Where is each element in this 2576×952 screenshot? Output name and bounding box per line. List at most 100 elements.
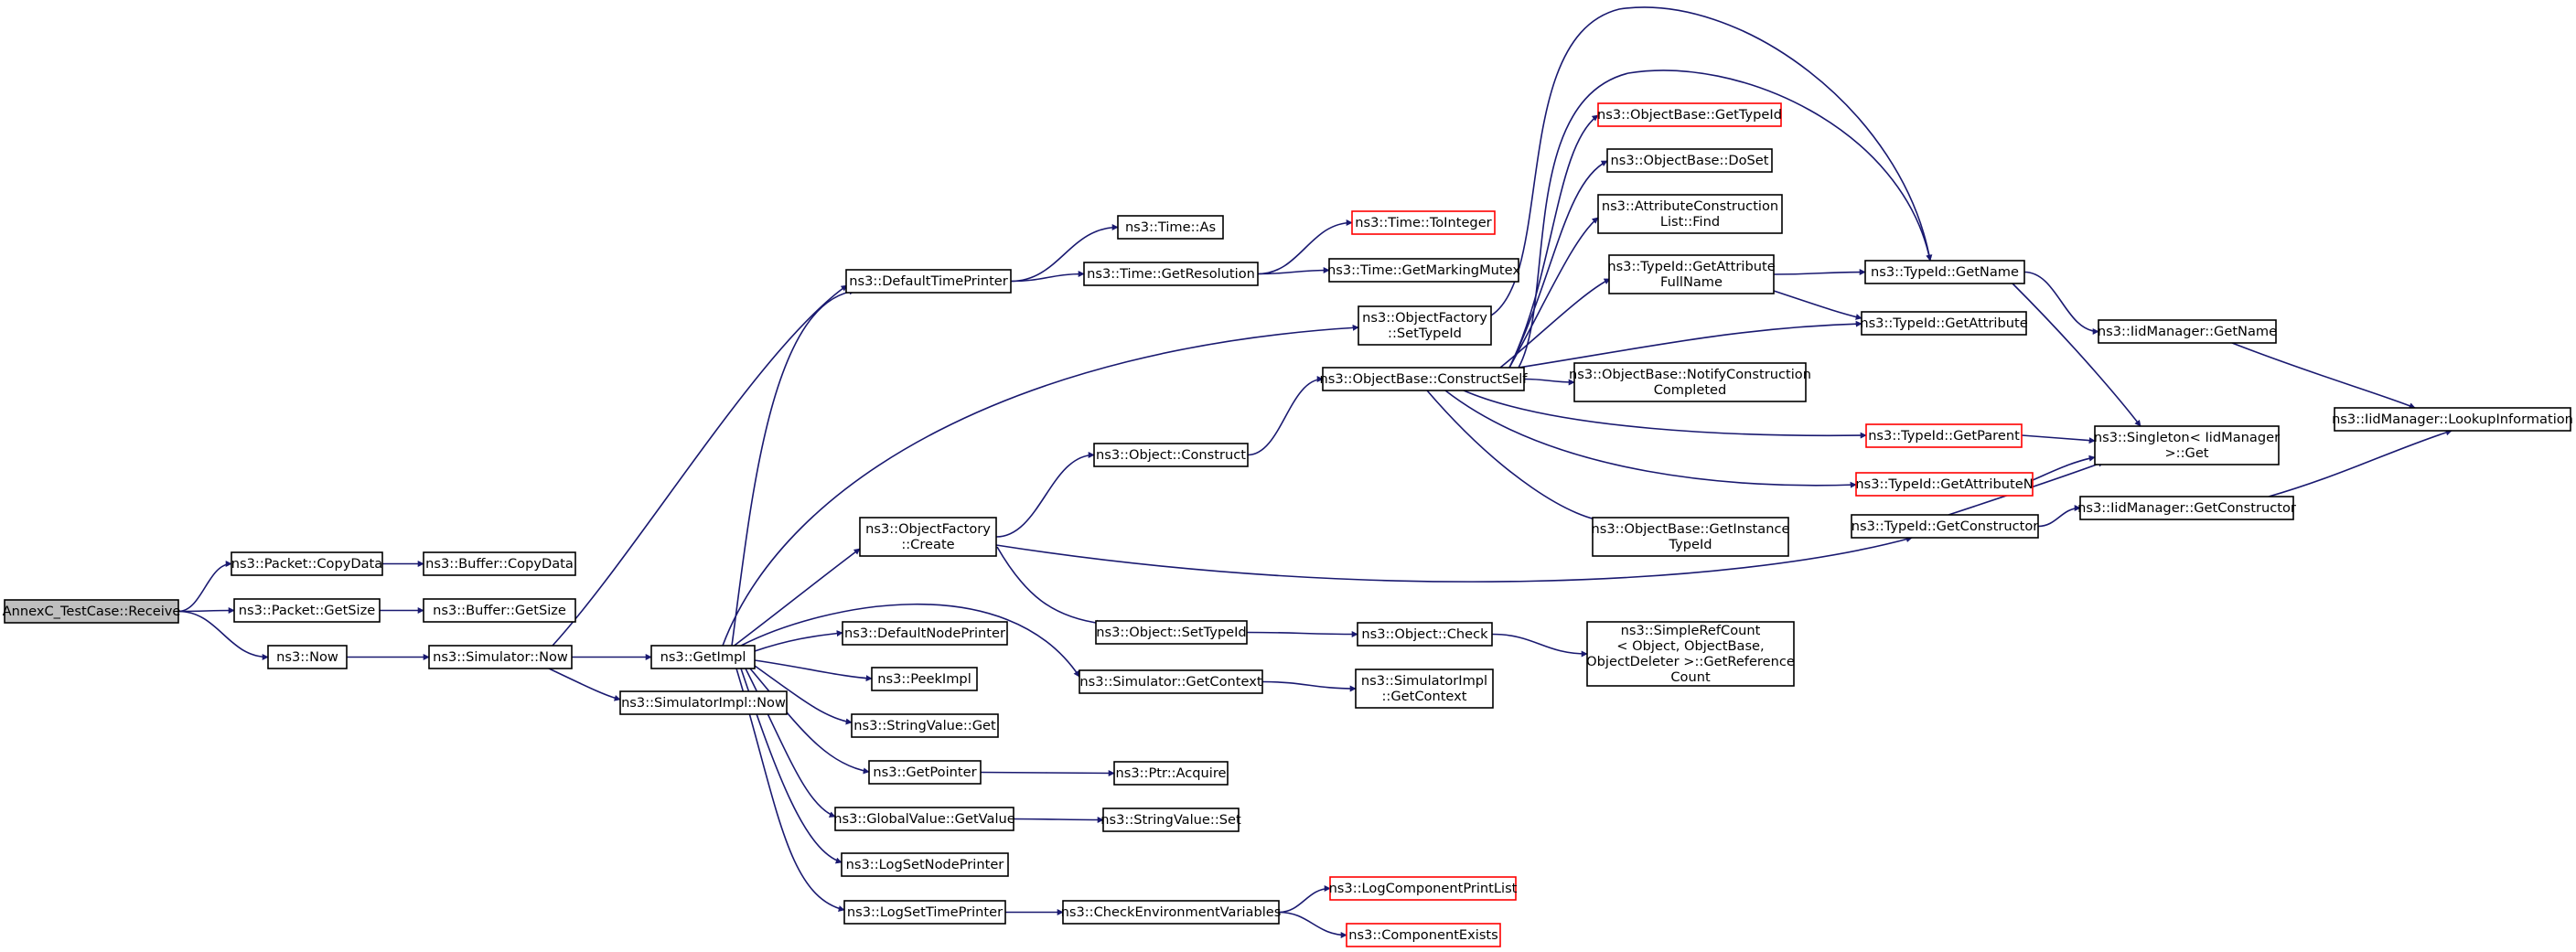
node-simimpl-getcontext[interactable]: ns3::SimulatorImpl::GetContext xyxy=(1355,669,1494,709)
node-default-time-printer[interactable]: ns3::DefaultTimePrinter xyxy=(845,269,1012,294)
node-logsetnodeprinter[interactable]: ns3::LogSetNodePrinter xyxy=(841,852,1009,877)
node-packet-copydata[interactable]: ns3::Packet::CopyData xyxy=(231,551,383,576)
node-time-getresolution[interactable]: ns3::Time::GetResolution xyxy=(1083,262,1259,286)
node-buffer-getsize[interactable]: ns3::Buffer::GetSize xyxy=(423,598,576,623)
node-label: ns3::ObjectFactory xyxy=(865,521,991,537)
node-object-construct[interactable]: ns3::Object::Construct xyxy=(1093,443,1249,467)
node-simimpl-now[interactable]: ns3::SimulatorImpl::Now xyxy=(619,690,788,715)
node-objbase-notifyconstcompleted[interactable]: ns3::ObjectBase::NotifyConstructionCompl… xyxy=(1569,362,1811,402)
node-singleton-get[interactable]: ns3::Singleton< IidManager >::Get xyxy=(2094,425,2280,465)
node-objbase-doset[interactable]: ns3::ObjectBase::DoSet xyxy=(1606,148,1773,173)
node-typeid-getattribute[interactable]: ns3::TypeId::GetAttribute xyxy=(1860,311,2028,336)
edge-sim_now-to-default_time_printer xyxy=(552,284,848,647)
node-globalvalue-getvalue[interactable]: ns3::GlobalValue::GetValue xyxy=(833,807,1015,831)
node-label: ns3::GetPointer xyxy=(873,765,976,780)
node-objbase-constructself[interactable]: ns3::ObjectBase::ConstructSelf xyxy=(1320,367,1529,391)
edge-objbase_constructself-to-typeid_getname xyxy=(1518,70,1933,369)
node-label: ns3::TypeId::GetAttributeN xyxy=(1855,476,2033,492)
node-simplerefcount-getref[interactable]: ns3::SimpleRefCount< Object, ObjectBase,… xyxy=(1586,621,1795,687)
node-buffer-copydata[interactable]: ns3::Buffer::CopyData xyxy=(423,551,576,576)
node-typeid-getconstructor[interactable]: ns3::TypeId::GetConstructor xyxy=(1851,514,2039,539)
node-checkenvvars[interactable]: ns3::CheckEnvironmentVariables xyxy=(1061,900,1282,925)
node-label: ns3::LogSetTimePrinter xyxy=(847,904,1003,920)
node-stringvalue-set[interactable]: ns3::StringValue::Set xyxy=(1100,808,1241,832)
node-label: ObjectDeleter >::GetReference xyxy=(1586,654,1795,669)
edge-objbase_constructself-to-typeid_getattributen xyxy=(1444,390,1857,488)
node-label: ns3::Time::ToInteger xyxy=(1355,215,1491,230)
edge-objbase_constructself-to-typeid_getparent xyxy=(1463,390,1867,439)
node-label: ns3::SimpleRefCount xyxy=(1621,623,1761,638)
node-time-getmarkingmutex[interactable]: ns3::Time::GetMarkingMutex xyxy=(1327,258,1520,283)
node-iidmanager-lookupinfo[interactable]: ns3::IidManager::LookupInformation xyxy=(2332,407,2573,432)
edge-objfactory_create-to-object_settypeid xyxy=(996,546,1103,626)
node-label: ns3::AttributeConstruction xyxy=(1602,198,1778,214)
node-componentexists[interactable]: ns3::ComponentExists xyxy=(1346,923,1501,947)
node-sim-now[interactable]: ns3::Simulator::Now xyxy=(428,645,573,669)
edge-typeid_getconstructor-to-singleton_get xyxy=(1948,460,2105,516)
edge-checkenvvars-to-componentexists xyxy=(1278,911,1347,938)
node-label: ns3::Buffer::CopyData xyxy=(425,556,574,572)
edge-globalvalue_getvalue-to-stringvalue_set xyxy=(1013,816,1104,823)
node-label: ns3::SimulatorImpl::Now xyxy=(621,695,786,711)
edge-getimpl-to-stringvalue_get xyxy=(754,665,853,725)
node-label: FullName xyxy=(1660,274,1723,290)
node-peekimpl[interactable]: ns3::PeekImpl xyxy=(871,667,978,691)
node-typeid-getattributen[interactable]: ns3::TypeId::GetAttributeN xyxy=(1855,472,2034,497)
node-label: ns3::IidManager::GetConstructor xyxy=(2077,500,2296,516)
edge-getimpl-to-getpointer xyxy=(749,668,870,775)
node-typeid-getname[interactable]: ns3::TypeId::GetName xyxy=(1864,260,2025,284)
node-label: Completed xyxy=(1654,382,1727,398)
node-label: ns3::Object::SetTypeId xyxy=(1096,625,1246,640)
node-label: ::Create xyxy=(901,537,954,552)
node-label: ns3::TypeId::GetAttribute xyxy=(1860,316,2027,331)
node-label: AnnexC_TestCase::Receive xyxy=(3,604,181,619)
node-default-node-printer[interactable]: ns3::DefaultNodePrinter xyxy=(842,621,1008,646)
node-label: ::SetTypeId xyxy=(1388,326,1462,341)
edge-typeid_getname-to-singleton_get xyxy=(2012,283,2141,427)
node-time-tointeger[interactable]: ns3::Time::ToInteger xyxy=(1351,210,1496,235)
node-getpointer[interactable]: ns3::GetPointer xyxy=(868,760,982,785)
node-getimpl[interactable]: ns3::GetImpl xyxy=(650,645,756,669)
node-iidmanager-getname[interactable]: ns3::IidManager::GetName xyxy=(2098,319,2277,344)
node-label: ns3::TypeId::GetAttribute xyxy=(1607,259,1775,274)
node-object-check[interactable]: ns3::Object::Check xyxy=(1357,622,1493,647)
edge-getimpl-to-objfactory_create xyxy=(731,548,861,648)
node-label: ns3::IidManager::LookupInformation xyxy=(2332,412,2573,427)
node-label: ns3::Simulator::GetContext xyxy=(1079,674,1261,690)
node-label: ns3::CheckEnvironmentVariables xyxy=(1061,904,1282,920)
edge-typeid_getparent-to-singleton_get xyxy=(2021,434,2096,444)
node-ptr-acquire[interactable]: ns3::Ptr::Acquire xyxy=(1113,761,1229,786)
node-label: ns3::Object::Construct xyxy=(1096,447,1246,463)
node-packet-getsize[interactable]: ns3::Packet::GetSize xyxy=(233,598,381,623)
node-sim-getcontext[interactable]: ns3::Simulator::GetContext xyxy=(1079,669,1263,694)
node-objbase-gettypeid[interactable]: ns3::ObjectBase::GetTypeId xyxy=(1597,102,1782,127)
node-time-as[interactable]: ns3::Time::As xyxy=(1117,215,1224,240)
node-typeid-getparent[interactable]: ns3::TypeId::GetParent xyxy=(1865,423,2023,448)
edge-typeid_getattributen-to-singleton_get xyxy=(2032,455,2096,481)
edge-root-to-now xyxy=(177,610,269,660)
node-label: ns3::ObjectBase::GetTypeId xyxy=(1597,107,1782,123)
edge-objbase_constructself-to-objbase_notifyconstcompleted xyxy=(1523,378,1575,386)
node-now[interactable]: ns3::Now xyxy=(267,645,348,669)
edge-typeid_getattrfullname-to-typeid_getattribute xyxy=(1773,290,1862,320)
edge-objfactory_create-to-object_construct xyxy=(995,452,1095,538)
node-label: ns3::IidManager::GetName xyxy=(2098,324,2277,339)
node-label: ns3::Time::GetResolution xyxy=(1087,266,1255,282)
node-objfactory-create[interactable]: ns3::ObjectFactory::Create xyxy=(859,517,997,557)
node-label: ns3::TypeId::GetName xyxy=(1871,264,2019,280)
node-root[interactable]: AnnexC_TestCase::Receive xyxy=(3,599,181,624)
node-iidmanager-getconstructor[interactable]: ns3::IidManager::GetConstructor xyxy=(2077,496,2296,520)
edge-getimpl-to-sim_getcontext xyxy=(740,603,1080,678)
edge-typeid_getconstructor-to-iidmanager_getconstructor xyxy=(2037,505,2081,528)
node-stringvalue-get[interactable]: ns3::StringValue::Get xyxy=(851,713,999,738)
node-logcomponentprintlist[interactable]: ns3::LogComponentPrintList xyxy=(1329,876,1518,901)
node-objfactory-settypeid[interactable]: ns3::ObjectFactory::SetTypeId xyxy=(1358,305,1492,346)
edge-getimpl-to-default_node_printer xyxy=(754,630,843,652)
node-object-settypeid[interactable]: ns3::Object::SetTypeId xyxy=(1095,620,1248,645)
edge-objbase_constructself-to-attrconstlist_find xyxy=(1508,217,1599,369)
edge-objfactory_settypeid-to-typeid_getname xyxy=(1490,6,1933,316)
node-logsettimeprinter[interactable]: ns3::LogSetTimePrinter xyxy=(843,900,1006,925)
